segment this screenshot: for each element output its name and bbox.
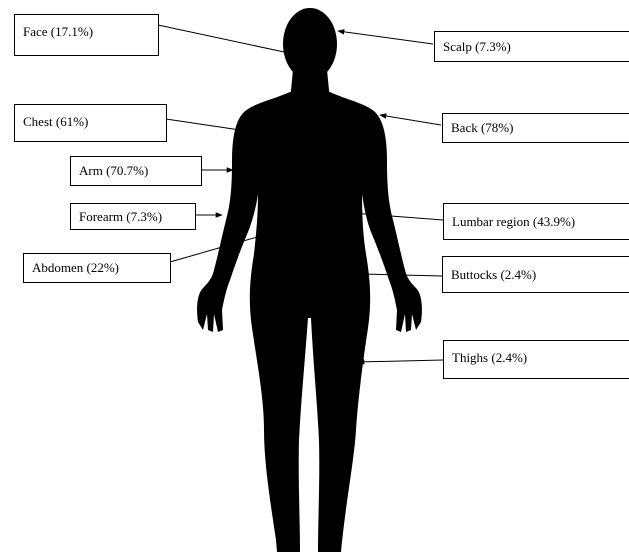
forearm-label-box: Forearm (7.3%) (70, 203, 196, 230)
head-shape (283, 8, 337, 80)
thighs-label-box: Thighs (2.4%) (443, 340, 629, 379)
face-leader-line (158, 25, 284, 52)
abdomen-label: Abdomen (22%) (32, 260, 119, 276)
buttocks-label: Buttocks (2.4%) (451, 267, 536, 283)
lumbar-label-box: Lumbar region (43.9%) (443, 203, 629, 240)
chest-label: Chest (61%) (23, 114, 88, 130)
scalp-label-box: Scalp (7.3%) (434, 31, 629, 62)
face-label-box: Face (17.1%) (14, 14, 159, 56)
forearm-label: Forearm (7.3%) (79, 209, 162, 225)
back-arrow (380, 115, 441, 125)
arm-label: Arm (70.7%) (79, 163, 148, 179)
thighs-arrow (358, 360, 443, 362)
scalp-label: Scalp (7.3%) (443, 39, 511, 55)
lumbar-label: Lumbar region (43.9%) (452, 214, 575, 230)
buttocks-label-box: Buttocks (2.4%) (442, 256, 629, 293)
arm-label-box: Arm (70.7%) (70, 156, 202, 186)
back-label: Back (78%) (451, 120, 513, 136)
body-shape (197, 92, 422, 552)
lumbar-leader-line (352, 213, 443, 220)
face-label: Face (17.1%) (23, 24, 93, 40)
abdomen-leader-line (170, 235, 264, 262)
abdomen-label-box: Abdomen (22%) (23, 253, 171, 283)
chest-label-box: Chest (61%) (14, 104, 167, 142)
chest-leader-line (166, 119, 240, 130)
human-silhouette (197, 8, 422, 552)
thighs-label: Thighs (2.4%) (452, 350, 527, 366)
scalp-arrow (338, 31, 433, 44)
back-label-box: Back (78%) (442, 113, 629, 143)
